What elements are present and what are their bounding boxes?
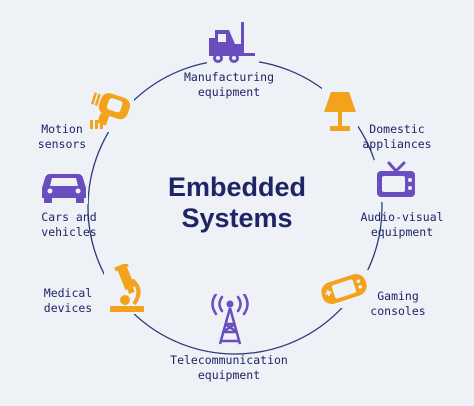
label-medical-line2: devices [43,301,93,315]
label-manufacturing-line1: Manufacturing [183,70,274,84]
label-domestic-line2: appliances [362,137,432,151]
label-motion-line1: Motion [41,122,83,136]
label-telecommunication-line2: equipment [197,368,261,382]
label-gaming-line2: consoles [370,304,426,318]
label-motion: Motion sensors [30,122,94,152]
tv-icon [374,160,418,202]
microscope-icon [104,264,148,314]
game-console-icon [318,270,370,308]
label-medical-line1: Medical [43,286,93,300]
center-title-line2: Systems [181,203,293,233]
label-telecommunication: Telecommunication equipment [157,353,301,383]
center-title: Embedded Systems [137,172,337,234]
label-audio-visual-line2: equipment [370,225,434,239]
lamp-icon [322,88,358,134]
forklift-icon [207,18,259,64]
center-title-line1: Embedded [167,172,307,202]
label-manufacturing: Manufacturing equipment [170,70,288,100]
label-manufacturing-line2: equipment [197,85,261,99]
label-telecommunication-line1: Telecommunication [170,353,288,367]
label-domestic: Domestic appliances [352,122,442,152]
label-motion-line2: sensors [37,137,87,151]
antenna-tower-icon [208,294,252,346]
label-gaming-line1: Gaming [377,289,419,303]
label-audio-visual: Audio-visual equipment [348,210,456,240]
label-gaming: Gaming consoles [366,289,430,319]
label-cars-line1: Cars and [41,210,97,224]
label-cars: Cars and vehicles [30,210,108,240]
label-cars-line2: vehicles [41,225,97,239]
car-icon [40,170,88,204]
label-audio-visual-line1: Audio-visual [360,210,444,224]
label-domestic-line1: Domestic [369,122,425,136]
motion-sensor-icon [86,88,134,132]
label-medical: Medical devices [36,286,100,316]
